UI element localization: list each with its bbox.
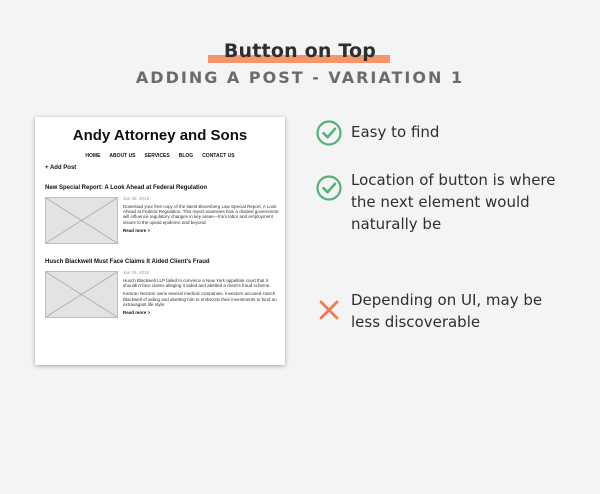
post-item: New Special Report: A Look Ahead at Fede… — [45, 185, 279, 244]
image-placeholder-icon — [46, 198, 117, 243]
post-thumbnail-placeholder — [45, 197, 118, 244]
pro-text: Easy to find — [351, 123, 440, 141]
nav-item-home[interactable]: HOME — [85, 153, 101, 159]
site-nav: HOME ABOUT US SERVICES BLOG CONTACT US — [35, 153, 285, 159]
nav-item-services[interactable]: SERVICES — [144, 153, 170, 159]
website-mockup: Andy Attorney and Sons HOME ABOUT US SER… — [35, 117, 285, 365]
nav-item-about-us[interactable]: ABOUT US — [109, 153, 136, 159]
slide-subtitle: ADDING A POST - VARIATION 1 — [135, 68, 465, 87]
con-text: Depending on UI, may be less discoverabl… — [351, 291, 543, 331]
pro-text: Location of button is where the next ele… — [351, 171, 556, 233]
post-excerpt: Download your free copy of the latest Bl… — [123, 204, 279, 225]
read-more-link[interactable]: Read more > — [123, 227, 151, 233]
post-title[interactable]: Husch Blackwell Must Face Claims It Aide… — [45, 259, 210, 265]
post-date: Jan 26, 2018 — [123, 270, 150, 275]
check-circle-icon — [316, 175, 342, 201]
nav-item-contact-us[interactable]: CONTACT US — [202, 153, 235, 159]
post-title[interactable]: New Special Report: A Look Ahead at Fede… — [45, 185, 208, 191]
nav-item-blog[interactable]: BLOG — [178, 153, 194, 159]
image-placeholder-icon — [46, 272, 117, 317]
site-title: Andy Attorney and Sons — [72, 127, 248, 144]
add-post-button[interactable]: + Add Post — [45, 165, 77, 171]
cross-icon — [319, 300, 339, 320]
post-paragraph: Kamran Nezami owns several medical compa… — [123, 291, 277, 307]
slide-title: Button on Top — [223, 40, 377, 62]
slide-title-wrap: Button on Top — [0, 40, 600, 62]
post-excerpt: Husch Blackwell LLP failed to convince a… — [123, 278, 279, 307]
read-more-link[interactable]: Read more > — [123, 310, 151, 316]
post-date: Jan 25, 2018 — [123, 196, 150, 201]
post-thumbnail-placeholder — [45, 271, 118, 318]
post-item: Husch Blackwell Must Face Claims It Aide… — [45, 259, 279, 318]
check-circle-icon — [316, 120, 342, 146]
post-body: Jan 26, 2018 Husch Blackwell LLP failed … — [123, 270, 279, 315]
post-paragraph: Husch Blackwell LLP failed to convince a… — [123, 278, 271, 289]
post-body: Jan 25, 2018 Download your free copy of … — [123, 196, 279, 233]
post-paragraph: Download your free copy of the latest Bl… — [123, 204, 279, 225]
title-highlight — [208, 55, 390, 63]
